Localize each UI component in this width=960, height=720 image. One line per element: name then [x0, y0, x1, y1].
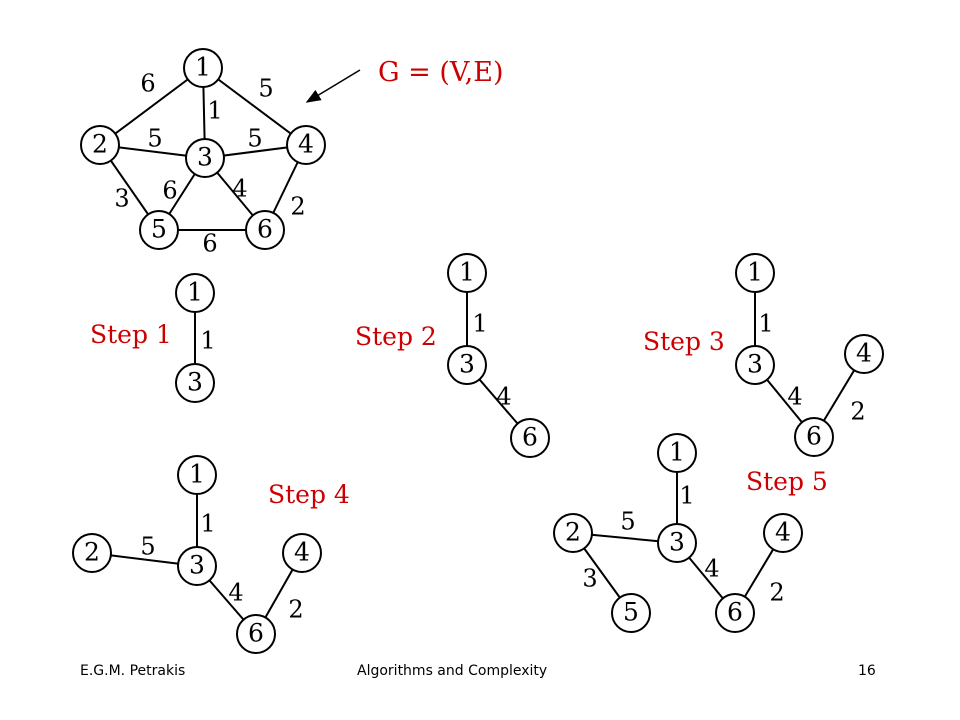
step3-node-label-3: 3: [747, 350, 763, 379]
step5-node-label-4: 4: [775, 518, 791, 547]
step5-node-5: 5: [611, 593, 651, 633]
main-edge-1-2: [99, 67, 204, 146]
main-edge-weight-1-4: 5: [258, 75, 273, 103]
step3-node-4: 4: [844, 334, 884, 374]
step2-graph: 1 4 1 3 6: [447, 253, 550, 458]
main-node-label-1: 1: [195, 53, 211, 82]
step1-label: Step 1: [90, 320, 172, 349]
main-edge-weight-1-2: 6: [140, 70, 155, 98]
main-edge-weight-4-6: 2: [290, 193, 305, 221]
main-edge-1-4: [202, 67, 307, 146]
step5-node-label-6: 6: [727, 598, 743, 627]
step1-node-label-3: 3: [187, 368, 203, 397]
step3-edge-weight-1-3: 1: [758, 310, 773, 338]
main-node-5: 5: [139, 210, 179, 250]
step1-graph: 1 1 3: [175, 273, 216, 403]
main-node-label-2: 2: [92, 130, 108, 159]
step5-node-label-2: 2: [565, 518, 581, 547]
graph-title: G = (V,E): [378, 57, 504, 88]
main-node-1: 1: [183, 48, 223, 88]
step5-edge-weight-1-3: 1: [679, 482, 694, 510]
main-edge-weight-3-5: 6: [162, 177, 177, 205]
main-edge-weight-3-4: 5: [247, 125, 262, 153]
main-node-6: 6: [245, 210, 285, 250]
main-node-3: 3: [185, 138, 225, 178]
step4-edge-weight-1-3: 1: [200, 510, 215, 538]
step4-node-label-1: 1: [189, 460, 205, 489]
step1-node-3: 3: [175, 363, 215, 403]
step2-edge-weight-1-3: 1: [472, 310, 487, 338]
main-node-4: 4: [286, 125, 326, 165]
step4-node-label-6: 6: [248, 619, 264, 648]
main-node-label-4: 4: [298, 130, 314, 159]
step5-edge-weight-4-6: 2: [769, 579, 784, 607]
step4-edge-weight-2-3: 5: [140, 533, 155, 561]
step4-node-2: 2: [72, 533, 112, 573]
step5-node-2: 2: [553, 513, 593, 553]
step3-node-label-1: 1: [747, 258, 763, 287]
main-edge-weight-2-3: 5: [147, 125, 162, 153]
footer-page-number: 16: [858, 663, 876, 679]
step4-node-1: 1: [177, 455, 217, 495]
step5-edge-weight-2-5: 3: [582, 565, 597, 593]
step3-node-label-4: 4: [856, 339, 872, 368]
step3-edge-weight-3-6: 4: [787, 383, 802, 411]
step5-edge-weight-2-3: 5: [620, 508, 635, 536]
main-edge-weight-5-6: 6: [202, 230, 217, 258]
step3-node-label-6: 6: [806, 422, 822, 451]
step2-node-1: 1: [447, 253, 487, 293]
step3-node-6: 6: [794, 417, 834, 457]
step4-node-4: 4: [282, 533, 322, 573]
footer-course: Algorithms and Complexity: [357, 663, 548, 679]
step5-node-label-3: 3: [669, 528, 685, 557]
step2-node-3: 3: [447, 345, 487, 385]
main-node-label-6: 6: [257, 215, 273, 244]
step2-node-label-3: 3: [459, 350, 475, 379]
step3-label: Step 3: [643, 327, 725, 356]
main-node-2: 2: [80, 125, 120, 165]
main-edge-weight-1-3: 1: [207, 97, 222, 125]
step4-node-label-2: 2: [84, 538, 100, 567]
main-node-label-5: 5: [151, 215, 167, 244]
step4-label: Step 4: [268, 480, 350, 509]
main-edge-weight-3-6: 4: [232, 175, 247, 203]
step4-node-label-4: 4: [294, 538, 310, 567]
step5-node-1: 1: [657, 433, 697, 473]
step5-node-label-1: 1: [669, 438, 685, 467]
step2-label: Step 2: [355, 322, 437, 351]
step1-edge-weight-1-3: 1: [200, 327, 215, 355]
step5-edge-weight-3-6: 4: [704, 555, 719, 583]
step4-node-6: 6: [236, 614, 276, 654]
step5-node-3: 3: [657, 523, 697, 563]
step4-edge-weight-4-6: 2: [288, 596, 303, 624]
step4-edge-weight-3-6: 4: [228, 579, 243, 607]
step5-node-label-5: 5: [623, 598, 639, 627]
step2-node-6: 6: [510, 418, 550, 458]
step2-node-label-1: 1: [459, 258, 475, 287]
title-pointer-arrow: [305, 69, 361, 103]
step3-node-1: 1: [735, 253, 775, 293]
step1-node-1: 1: [175, 273, 215, 313]
step4-node-label-3: 3: [189, 551, 205, 580]
step1-node-label-1: 1: [187, 278, 203, 307]
footer-author: E.G.M. Petrakis: [80, 663, 186, 679]
step3-edge-weight-4-6: 2: [850, 398, 865, 426]
step3-node-3: 3: [735, 345, 775, 385]
step5-label: Step 5: [746, 467, 828, 496]
main-edge-weight-2-5: 3: [114, 185, 129, 213]
step5-node-4: 4: [763, 513, 803, 553]
main-node-label-3: 3: [197, 143, 213, 172]
step5-node-6: 6: [715, 593, 755, 633]
step4-node-3: 3: [177, 546, 217, 586]
step2-edge-weight-3-6: 4: [496, 383, 511, 411]
step2-node-label-6: 6: [522, 423, 538, 452]
